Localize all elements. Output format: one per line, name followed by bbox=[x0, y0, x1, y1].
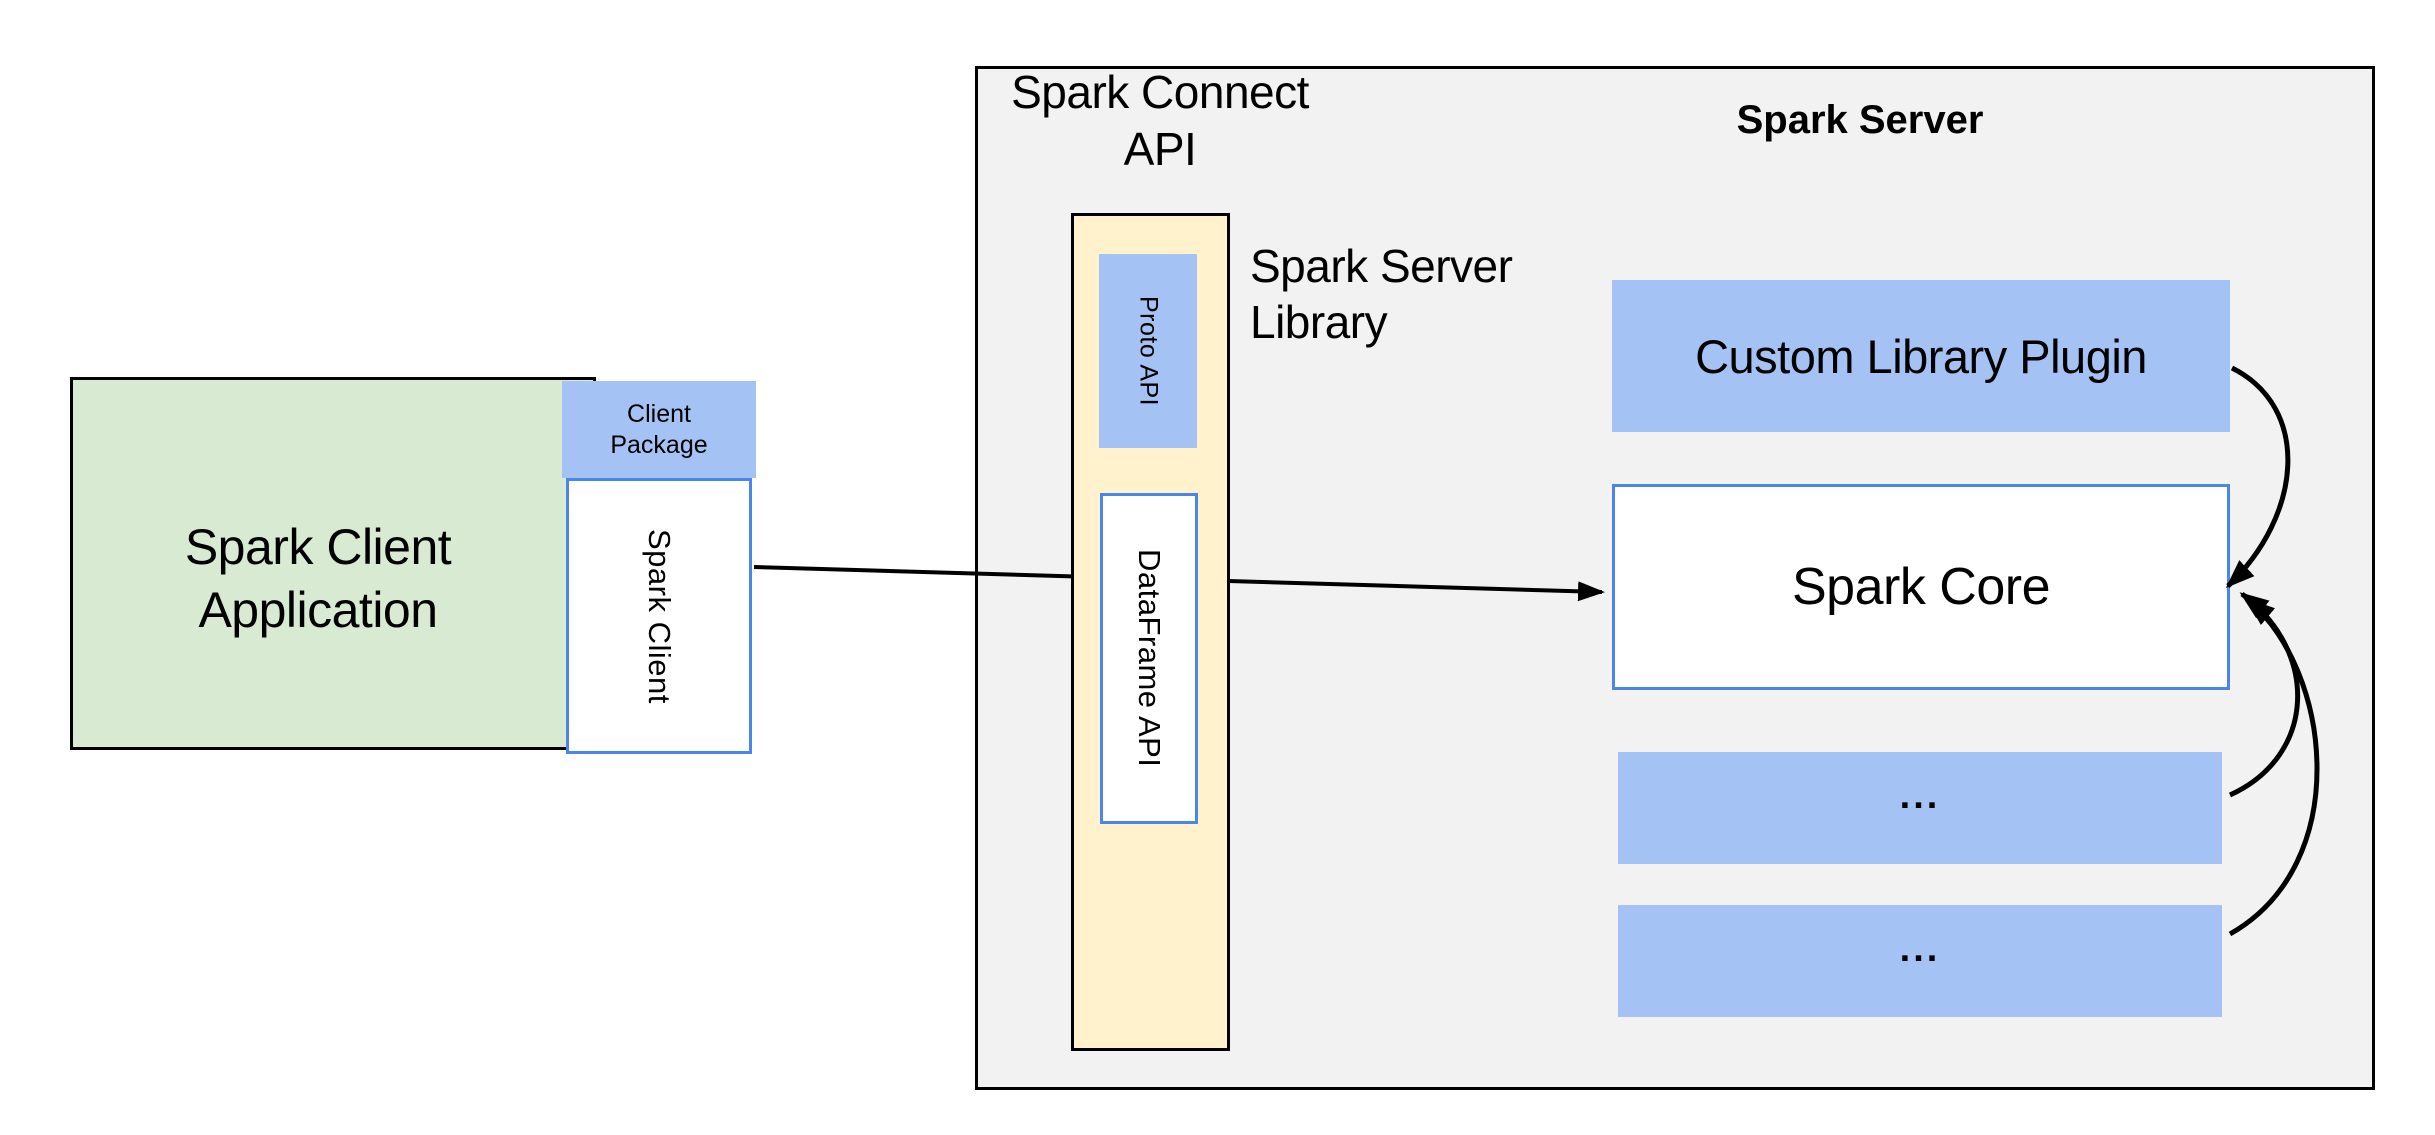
spark-client-application-label: Spark Client Application bbox=[185, 486, 481, 642]
server-module-box-1: ... bbox=[1618, 752, 2222, 864]
spark-core-label: Spark Core bbox=[1792, 558, 2051, 616]
library-label-line2: Library bbox=[1250, 296, 1388, 348]
server-module-2-label: ... bbox=[1899, 927, 1941, 970]
custom-library-plugin-label: Custom Library Plugin bbox=[1695, 329, 2147, 383]
server-module-1-label: ... bbox=[1899, 774, 1941, 817]
dataframe-api-label: DataFrame API bbox=[1132, 549, 1167, 768]
connect-title-line2: API bbox=[1123, 123, 1197, 175]
package-label-line2: Package bbox=[610, 430, 708, 459]
library-label-line1: Spark Server bbox=[1250, 240, 1513, 292]
plugin-to-core-arrow bbox=[2225, 365, 2291, 589]
module2-to-core-arrow bbox=[2228, 598, 2320, 937]
custom-library-plugin-box: Custom Library Plugin bbox=[1612, 280, 2230, 432]
spark-client-box: Spark Client bbox=[566, 478, 752, 754]
spark-connect-api-title: Spark Connect API bbox=[965, 64, 1355, 178]
app-label-line1: Spark Client bbox=[184, 518, 452, 575]
package-label-line1: Client bbox=[627, 399, 691, 428]
spark-client-label: Spark Client bbox=[642, 528, 677, 704]
proto-api-box: Proto API bbox=[1099, 254, 1197, 448]
dataframe-api-box: DataFrame API bbox=[1100, 493, 1198, 824]
spark-client-application-box: Spark Client Application bbox=[70, 377, 596, 750]
server-module-box-2: ... bbox=[1618, 905, 2222, 1017]
proto-api-label: Proto API bbox=[1134, 295, 1163, 407]
connect-title-line1: Spark Connect bbox=[1011, 66, 1309, 118]
spark-core-box: Spark Core bbox=[1612, 484, 2230, 690]
client-package-label: Client Package bbox=[610, 399, 707, 461]
spark-server-title: Spark Server bbox=[1736, 98, 1984, 142]
app-label-line2: Application bbox=[198, 581, 438, 638]
spark-server-library-label: Spark Server Library bbox=[1250, 238, 1513, 350]
client-package-box: Client Package bbox=[562, 381, 756, 478]
module1-to-core-arrow bbox=[2228, 591, 2300, 798]
